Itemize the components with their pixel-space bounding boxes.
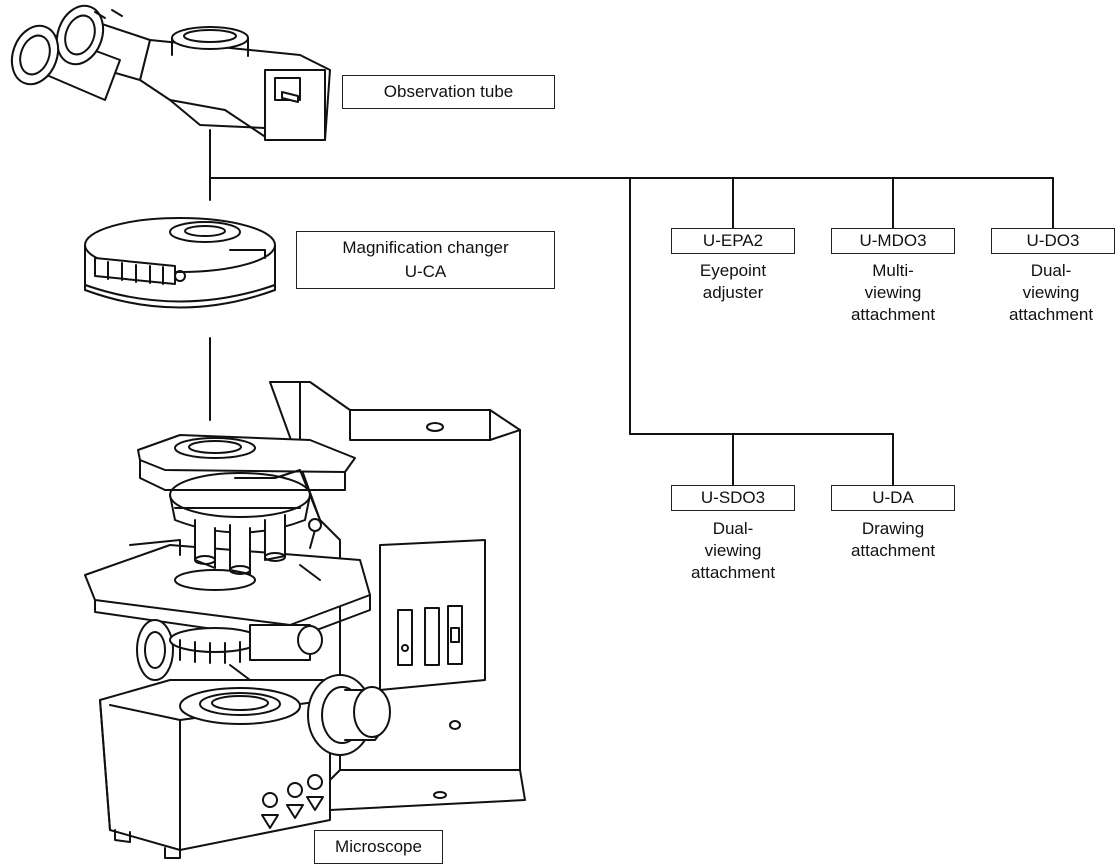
microscope-illustration	[84, 381, 526, 859]
observation-tube-label: Observation tube	[342, 75, 555, 109]
attachment-model-u-da: U-DA	[831, 485, 955, 511]
magnification-changer-name: Magnification changer	[342, 238, 509, 257]
attachment-model-u-mdo3: U-MDO3	[831, 228, 955, 254]
microscope-label: Microscope	[314, 830, 443, 864]
attachment-desc-u-do3: Dual- viewing attachment	[1008, 261, 1094, 324]
observation-tube-illustration	[10, 4, 331, 141]
attachment-model-u-epa2: U-EPA2	[671, 228, 795, 254]
magnification-changer-illustration	[84, 217, 276, 309]
attachment-desc-u-epa2: Eyepoint adjuster	[699, 261, 767, 302]
magnification-changer-model: U-CA	[404, 262, 447, 281]
attachment-model-u-do3: U-DO3	[991, 228, 1115, 254]
magnification-changer-label: Magnification changer U-CA	[296, 231, 555, 289]
attachment-desc-u-sdo3: Dual- viewing attachment	[690, 519, 776, 582]
connector-lines	[209, 129, 1054, 486]
attachment-model-u-sdo3: U-SDO3	[671, 485, 795, 511]
attachment-desc-u-mdo3: Multi- viewing attachment	[850, 261, 936, 324]
attachment-desc-u-da: Drawing attachment	[850, 519, 936, 560]
